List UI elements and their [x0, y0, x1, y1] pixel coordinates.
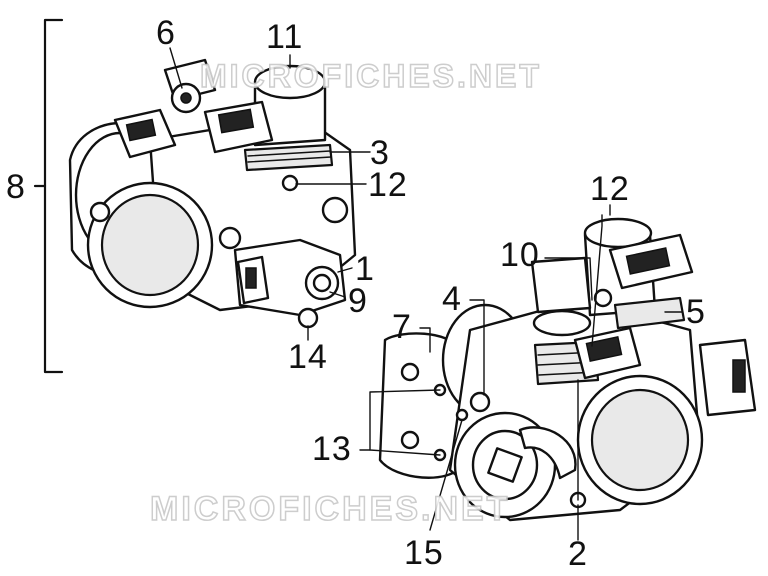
callout-9: 9	[348, 282, 368, 320]
callout-8: 8	[6, 168, 26, 206]
leader-lines-right	[359, 204, 683, 541]
callout-2: 2	[568, 535, 588, 573]
callout-12-upper: 12	[368, 166, 408, 204]
callout-13: 13	[312, 430, 352, 468]
callout-6: 6	[156, 14, 176, 52]
watermark-top: MICROFICHES.NET	[199, 57, 542, 95]
callout-7: 7	[392, 308, 412, 346]
watermark-bottom: MICROFICHES.NET	[149, 489, 511, 529]
callout-15: 15	[404, 534, 444, 572]
callout-12-lower: 12	[590, 170, 630, 208]
callout-4: 4	[442, 280, 462, 318]
callout-10: 10	[500, 236, 540, 274]
callout-3: 3	[370, 134, 390, 172]
callout-5: 5	[686, 293, 706, 331]
leader-lines-left	[169, 47, 371, 341]
callout-14: 14	[288, 338, 328, 376]
callout-1: 1	[355, 250, 375, 288]
assembly-bracket	[33, 18, 64, 374]
throttle-body-right	[378, 217, 757, 522]
callout-11: 11	[266, 18, 304, 56]
throttle-body-left	[68, 58, 357, 329]
